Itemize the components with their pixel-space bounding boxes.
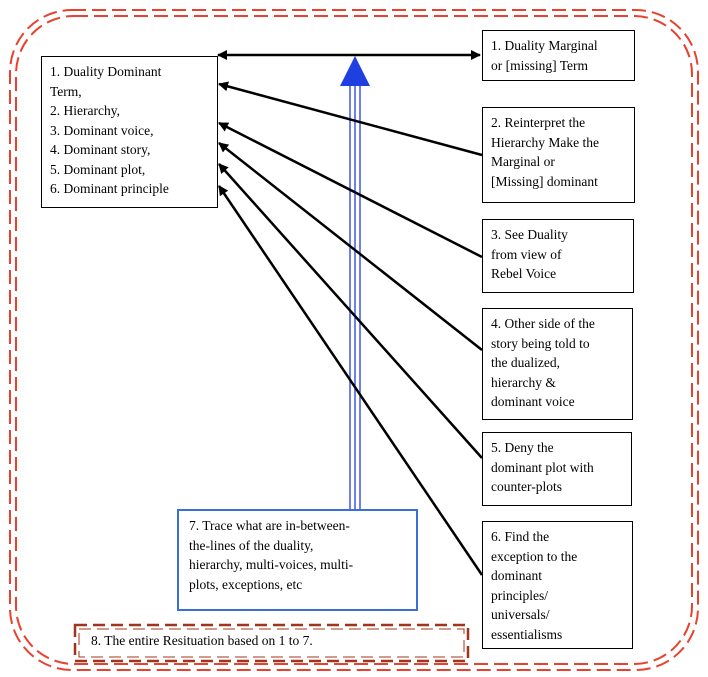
reinterpret-box: 2. Reinterpret the Hierarchy Make the Ma… [482,107,635,203]
rebel-voice-box: 3. See Duality from view of Rebel Voice [482,219,634,293]
arrow-from-rebel [218,121,483,259]
footer-frame-inner [78,628,465,658]
resituation-label: 8. The entire Resituation based on 1 to … [91,633,313,648]
marginal-term-box: 1. Duality Marginal or [missing] Term [482,30,635,81]
exception-box: 6. Find the exception to the dominant pr… [482,521,633,649]
trace-vertical-arrow [340,56,370,509]
outer-frame [9,9,699,671]
other-side-box: 4. Other side of the story being told to… [482,308,633,420]
arrow-from-deny [218,163,483,459]
arrow-from-exception [217,185,484,576]
footer-frame [73,623,470,663]
deny-plot-box: 5. Deny the dominant plot with counter-p… [482,432,632,506]
arrow-from-other-side [218,142,483,351]
arrow-from-reinterpret [218,81,483,157]
outer-frame-inner [15,15,693,665]
trace-box: 7. Trace what are in-between- the-lines … [177,509,418,611]
dominant-term-box: 1. Duality Dominant Term, 2. Hierarchy, … [41,56,218,208]
